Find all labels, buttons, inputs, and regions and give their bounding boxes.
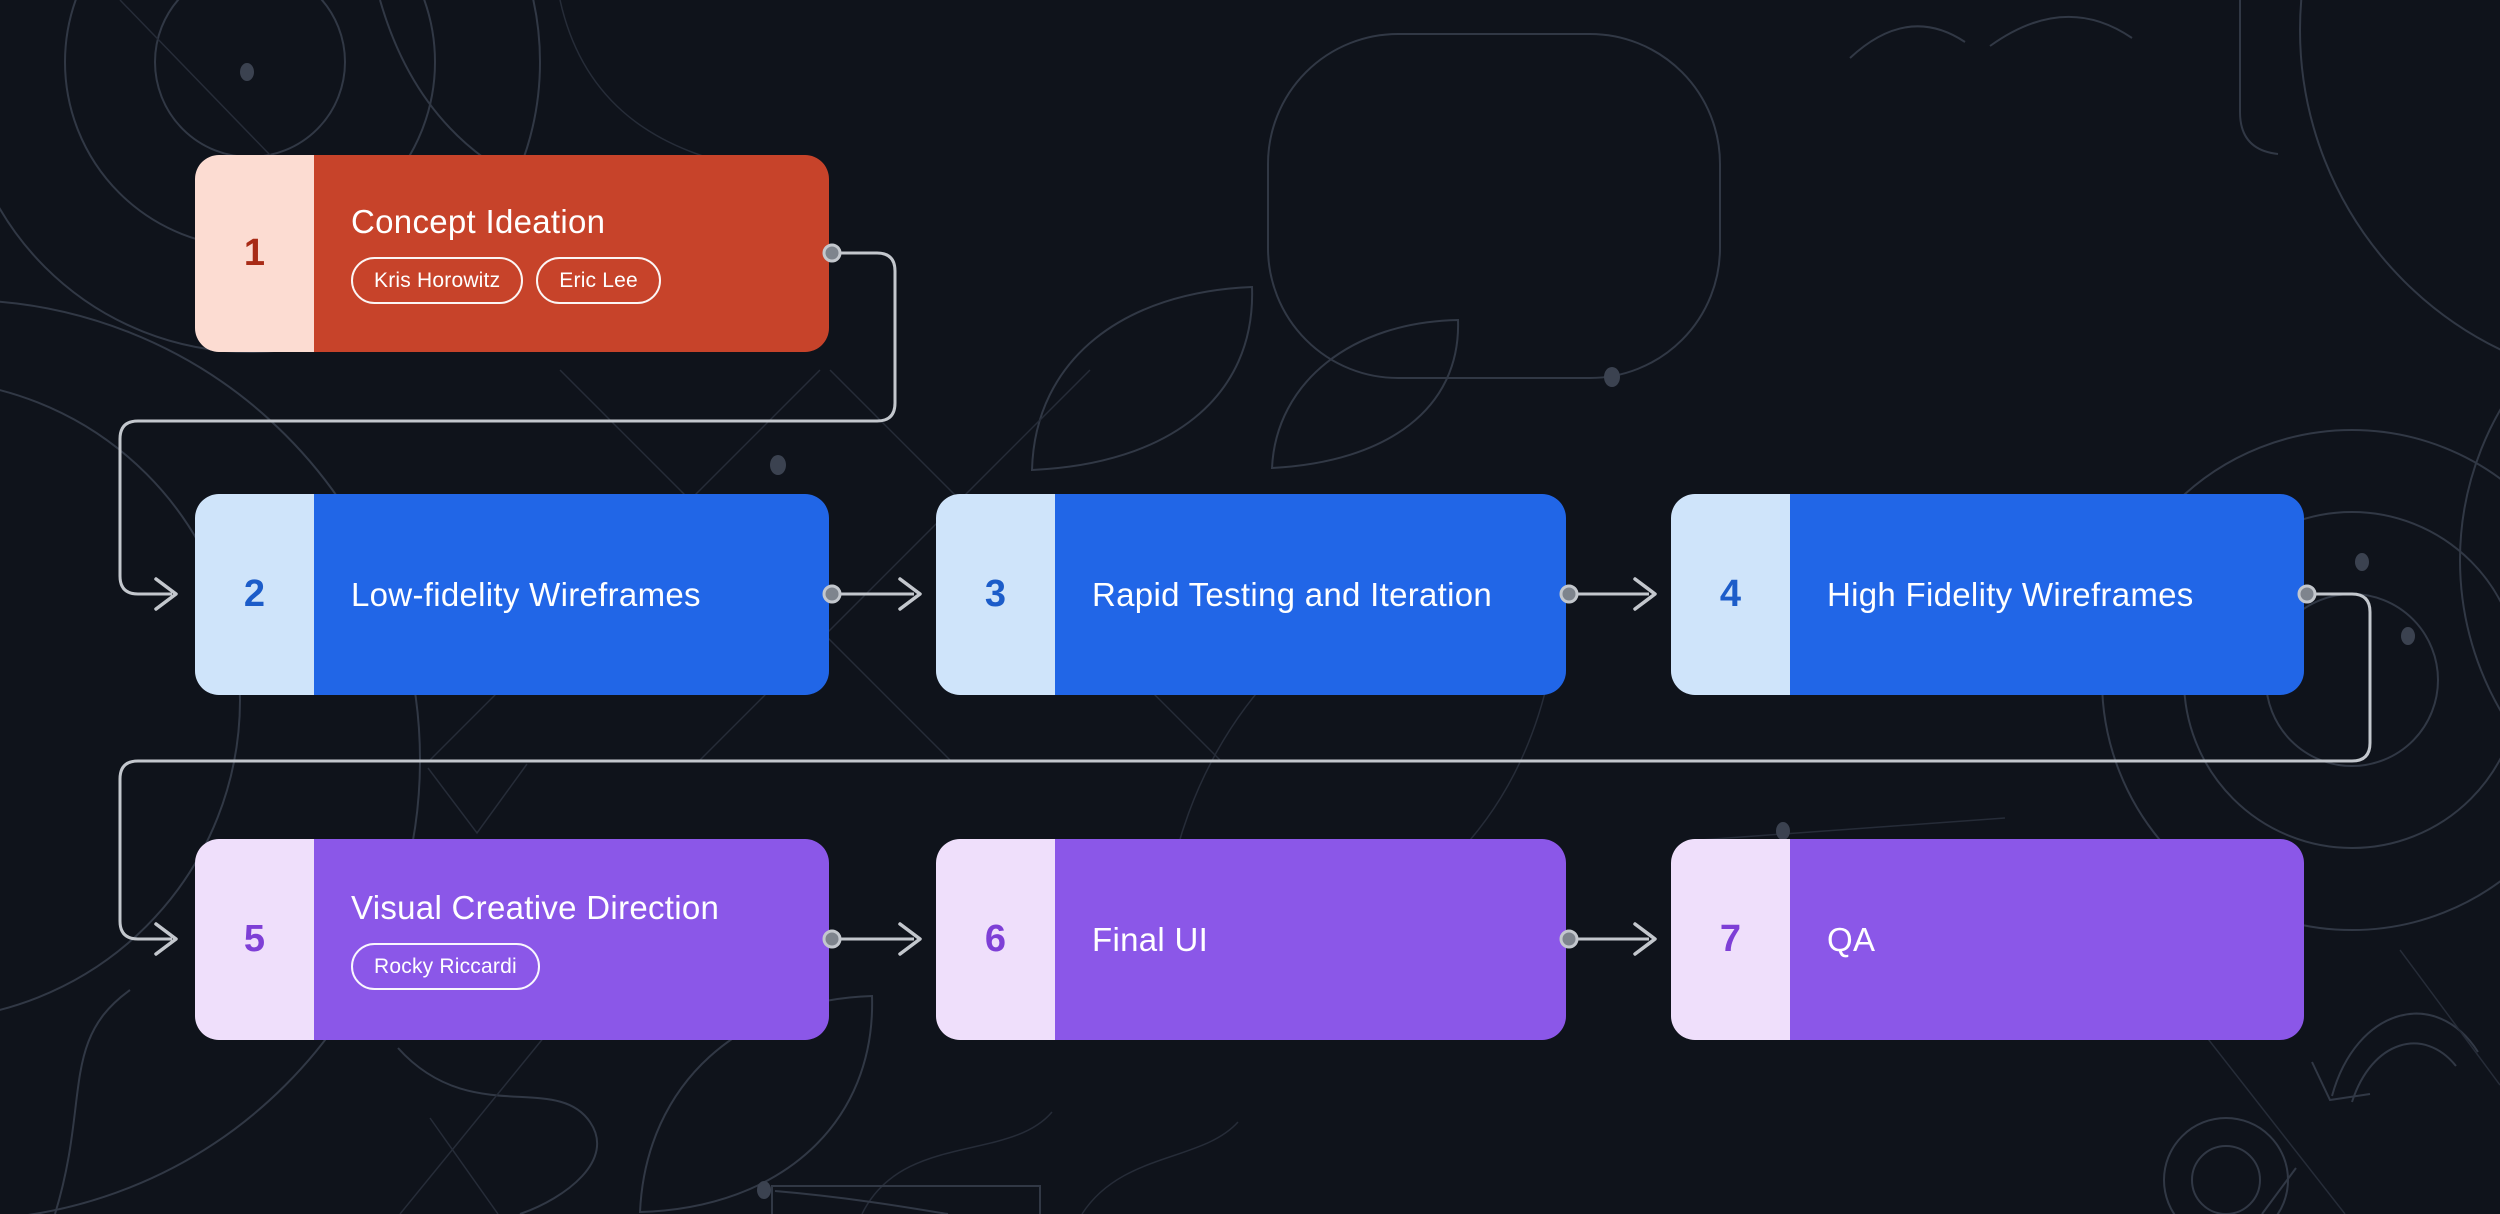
arrowhead-icon	[1633, 922, 1657, 956]
step-card-concept-ideation[interactable]: 1 Concept Ideation Kris Horowitz Eric Le…	[195, 155, 829, 352]
step-number-panel: 7	[1671, 839, 1790, 1040]
step-card-body: Final UI	[1055, 839, 1566, 1040]
step-number-panel: 2	[195, 494, 314, 695]
step-number-panel: 5	[195, 839, 314, 1040]
step-card-rapid-testing-and-iteration[interactable]: 3 Rapid Testing and Iteration	[936, 494, 1566, 695]
assignee-tag[interactable]: Eric Lee	[536, 257, 661, 305]
step-card-qa[interactable]: 7 QA	[1671, 839, 2304, 1040]
step-number-panel: 3	[936, 494, 1055, 695]
step-number-panel: 6	[936, 839, 1055, 1040]
step-card-body: Concept Ideation Kris Horowitz Eric Lee	[314, 155, 829, 352]
step-title: Low-fidelity Wireframes	[351, 575, 701, 613]
step-card-high-fidelity-wireframes[interactable]: 4 High Fidelity Wireframes	[1671, 494, 2304, 695]
step-number: 7	[1719, 918, 1742, 960]
step-title: Final UI	[1092, 920, 1209, 958]
step-card-visual-creative-direction[interactable]: 5 Visual Creative Direction Rocky Riccar…	[195, 839, 829, 1040]
connector-5-to-6	[822, 922, 922, 956]
step-card-body: High Fidelity Wireframes	[1790, 494, 2304, 695]
step-card-final-ui[interactable]: 6 Final UI	[936, 839, 1566, 1040]
step-card-body: Visual Creative Direction Rocky Riccardi	[314, 839, 829, 1040]
step-card-low-fidelity-wireframes[interactable]: 2 Low-fidelity Wireframes	[195, 494, 829, 695]
step-number: 5	[243, 918, 266, 960]
step-card-body: QA	[1790, 839, 2304, 1040]
connector-2-to-3	[822, 577, 922, 611]
step-number: 6	[984, 918, 1007, 960]
step-number: 4	[1719, 573, 1742, 615]
step-number: 2	[243, 573, 266, 615]
step-title: QA	[1827, 920, 1876, 958]
step-number: 1	[243, 232, 266, 274]
connector-6-to-7	[1559, 922, 1657, 956]
arrowhead-icon	[1633, 577, 1657, 611]
step-title: Visual Creative Direction	[351, 888, 720, 926]
connector-3-to-4	[1559, 577, 1657, 611]
arrowhead-icon	[154, 577, 178, 611]
arrowhead-icon	[898, 577, 922, 611]
step-number-panel: 1	[195, 155, 314, 352]
step-card-body: Low-fidelity Wireframes	[314, 494, 829, 695]
arrowhead-icon	[154, 922, 178, 956]
step-title: Rapid Testing and Iteration	[1092, 575, 1493, 613]
step-tags: Kris Horowitz Eric Lee	[351, 257, 829, 305]
step-tags: Rocky Riccardi	[351, 943, 829, 991]
step-title: Concept Ideation	[351, 202, 606, 240]
step-card-body: Rapid Testing and Iteration	[1055, 494, 1566, 695]
step-title: High Fidelity Wireframes	[1827, 575, 2194, 613]
assignee-tag[interactable]: Kris Horowitz	[351, 257, 524, 305]
arrowhead-icon	[898, 922, 922, 956]
step-number: 3	[984, 573, 1007, 615]
assignee-tag[interactable]: Rocky Riccardi	[351, 943, 540, 991]
step-number-panel: 4	[1671, 494, 1790, 695]
